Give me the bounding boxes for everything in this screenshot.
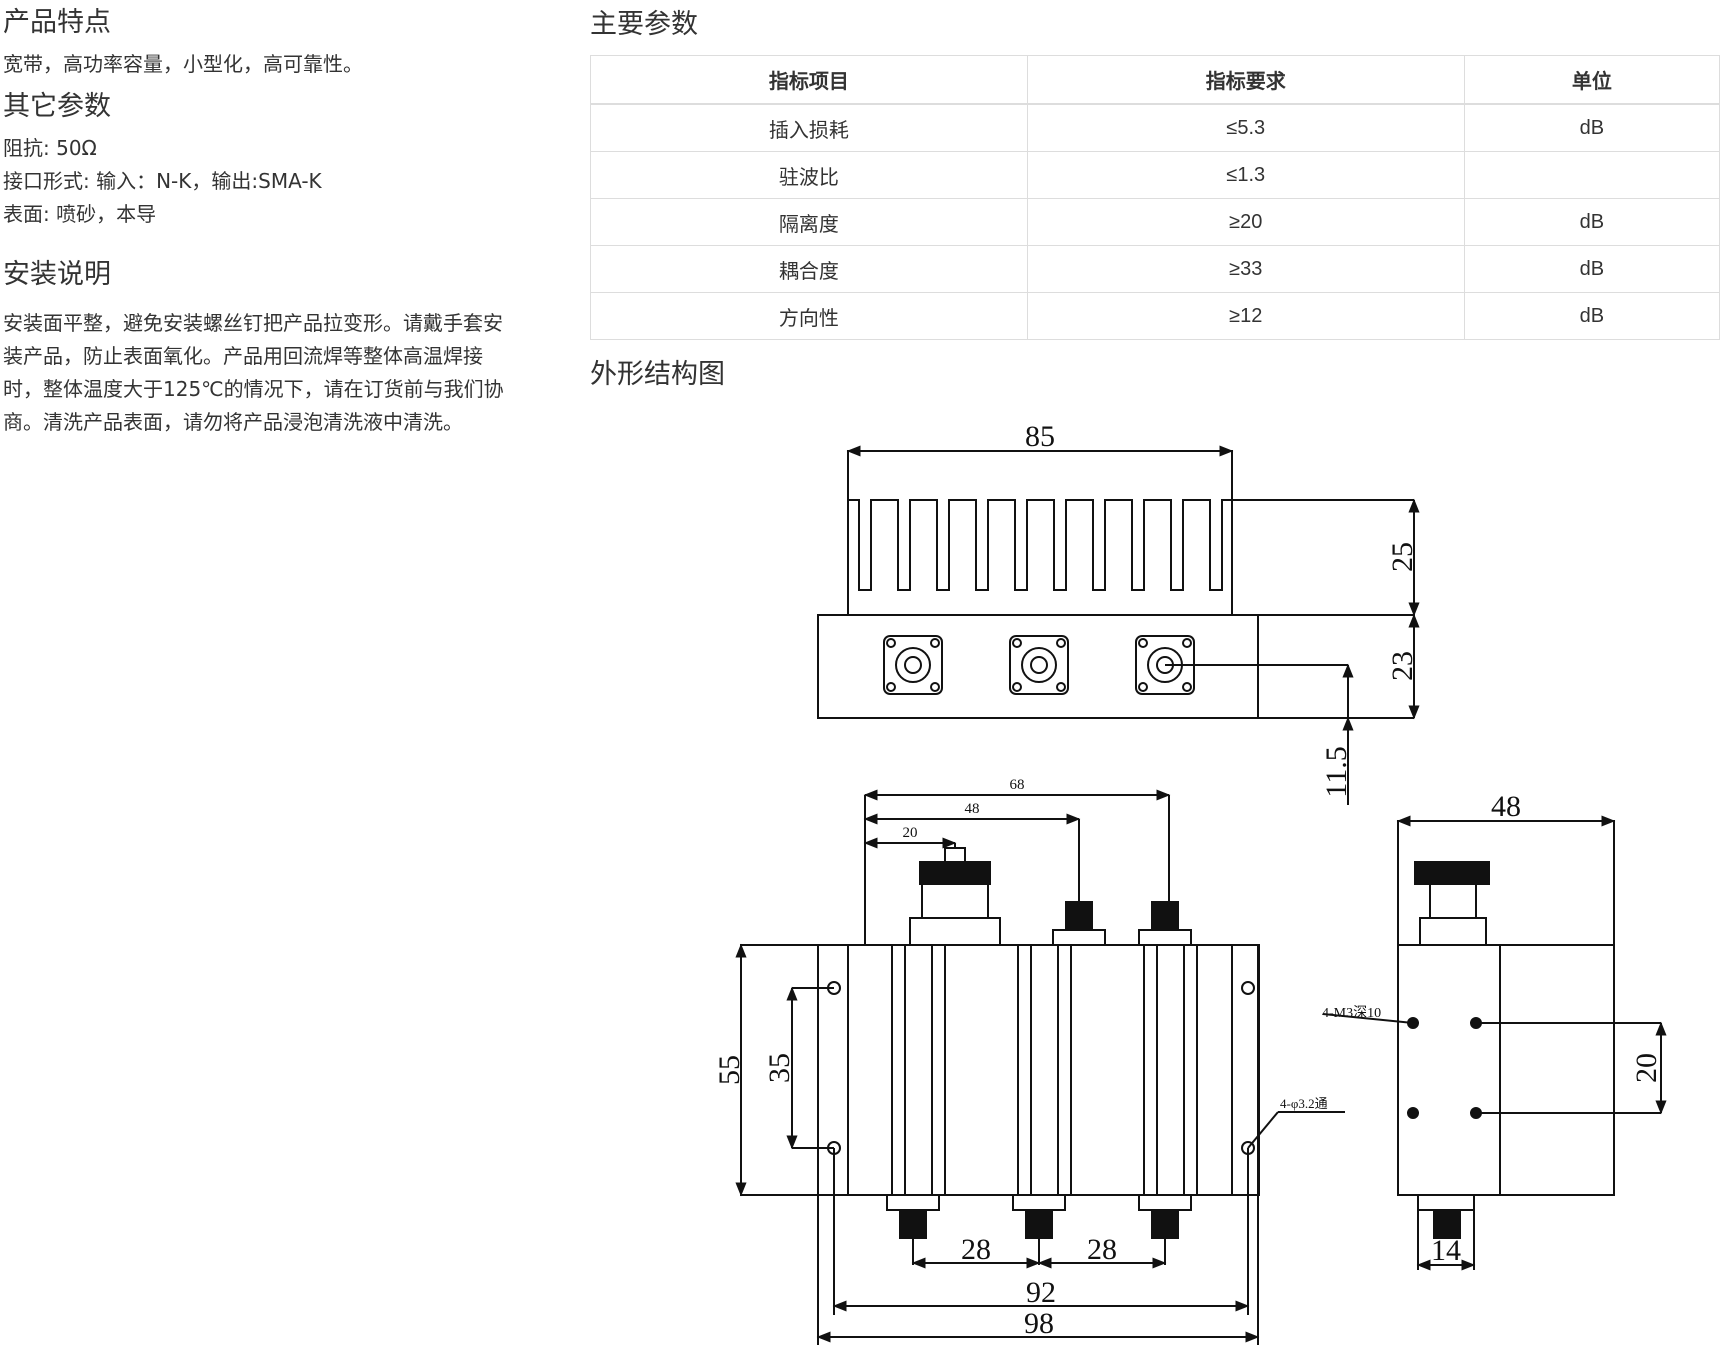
dim-92: 92 <box>1026 1276 1056 1309</box>
table-cell: ≤5.3 <box>1026 103 1465 152</box>
side-body <box>1397 944 1615 1196</box>
install-line-2: 装产品，防止表面氧化。产品用回流焊等整体高温焊接 <box>3 344 483 368</box>
dim-68: 68 <box>1010 777 1025 793</box>
connector-group <box>883 635 1195 695</box>
table-cell: ≥20 <box>1026 198 1465 246</box>
dim-35: 35 <box>763 1053 796 1083</box>
column-header: 单位 <box>1463 55 1721 105</box>
features-heading: 产品特点 <box>3 7 111 38</box>
impedance-line: 阻抗: 50Ω <box>3 136 97 160</box>
table-cell: 隔离度 <box>590 198 1028 246</box>
table-cell: 耦合度 <box>590 245 1028 293</box>
main-params-heading: 主要参数 <box>590 9 698 40</box>
table-cell: 驻波比 <box>590 151 1028 199</box>
table-row: 插入损耗 ≤5.3 dB <box>590 103 1721 152</box>
outline-heading: 外形结构图 <box>590 359 725 390</box>
features-text: 宽带，高功率容量，小型化，高可靠性。 <box>3 52 363 76</box>
dim-14: 14 <box>1431 1234 1461 1267</box>
table-cell: ≤1.3 <box>1026 151 1465 199</box>
dim-55: 55 <box>713 1055 746 1085</box>
table-cell: ≥12 <box>1026 292 1465 340</box>
dim-28-right: 28 <box>1087 1233 1117 1266</box>
table-cell: 插入损耗 <box>590 103 1028 152</box>
table-cell: 方向性 <box>590 292 1028 340</box>
params-table: 指标项目 指标要求 单位 插入损耗 ≤5.3 dB 驻波比 ≤1.3 隔离度 ≥… <box>590 55 1721 340</box>
table-cell: dB <box>1463 292 1721 340</box>
dim-28-left: 28 <box>961 1233 991 1266</box>
hole-note: 4-φ3.2通 <box>1280 1096 1328 1111</box>
dim-20-side: 20 <box>1630 1053 1663 1083</box>
dim-48: 48 <box>965 801 980 817</box>
dim-48-side: 48 <box>1491 790 1521 823</box>
table-cell: dB <box>1463 103 1721 152</box>
top-body <box>817 614 1259 719</box>
heatsink-fins <box>847 499 1233 616</box>
tap-note: 4-M3深10 <box>1322 1005 1381 1021</box>
table-cell <box>1463 151 1721 199</box>
table-row: 驻波比 ≤1.3 <box>590 151 1721 199</box>
table-row: 方向性 ≥12 dB <box>590 292 1721 340</box>
dim-98: 98 <box>1024 1307 1054 1340</box>
interface-line: 接口形式: 输入：N-K，输出:SMA-K <box>3 169 322 193</box>
table-cell: dB <box>1463 198 1721 246</box>
other-params-heading: 其它参数 <box>3 91 111 122</box>
dim-20: 20 <box>903 825 918 841</box>
front-body <box>740 944 1260 1196</box>
dim-85: 85 <box>1025 420 1055 453</box>
table-cell: dB <box>1463 245 1721 293</box>
dim-23: 23 <box>1386 651 1419 681</box>
dim-11-5: 11.5 <box>1320 746 1353 797</box>
front-fins <box>891 945 1198 1195</box>
dim-25: 25 <box>1386 542 1419 572</box>
install-line-3: 时，整体温度大于125℃的情况下，请在订货前与我们协 <box>3 377 504 401</box>
install-heading: 安装说明 <box>3 259 111 290</box>
table-row: 隔离度 ≥20 dB <box>590 198 1721 246</box>
column-header: 指标要求 <box>1026 55 1465 105</box>
table-header-row: 指标项目 指标要求 单位 <box>590 55 1721 105</box>
table-cell: ≥33 <box>1026 245 1465 293</box>
install-line-4: 商。清洗产品表面，请勿将产品浸泡清洗液中清洗。 <box>3 410 463 434</box>
side-taps <box>1407 1017 1482 1119</box>
install-line-1: 安装面平整，避免安装螺丝钉把产品拉变形。请戴手套安 <box>3 311 503 335</box>
table-row: 耦合度 ≥33 dB <box>590 245 1721 293</box>
surface-line: 表面: 喷砂，本导 <box>3 202 157 226</box>
column-header: 指标项目 <box>590 55 1028 105</box>
